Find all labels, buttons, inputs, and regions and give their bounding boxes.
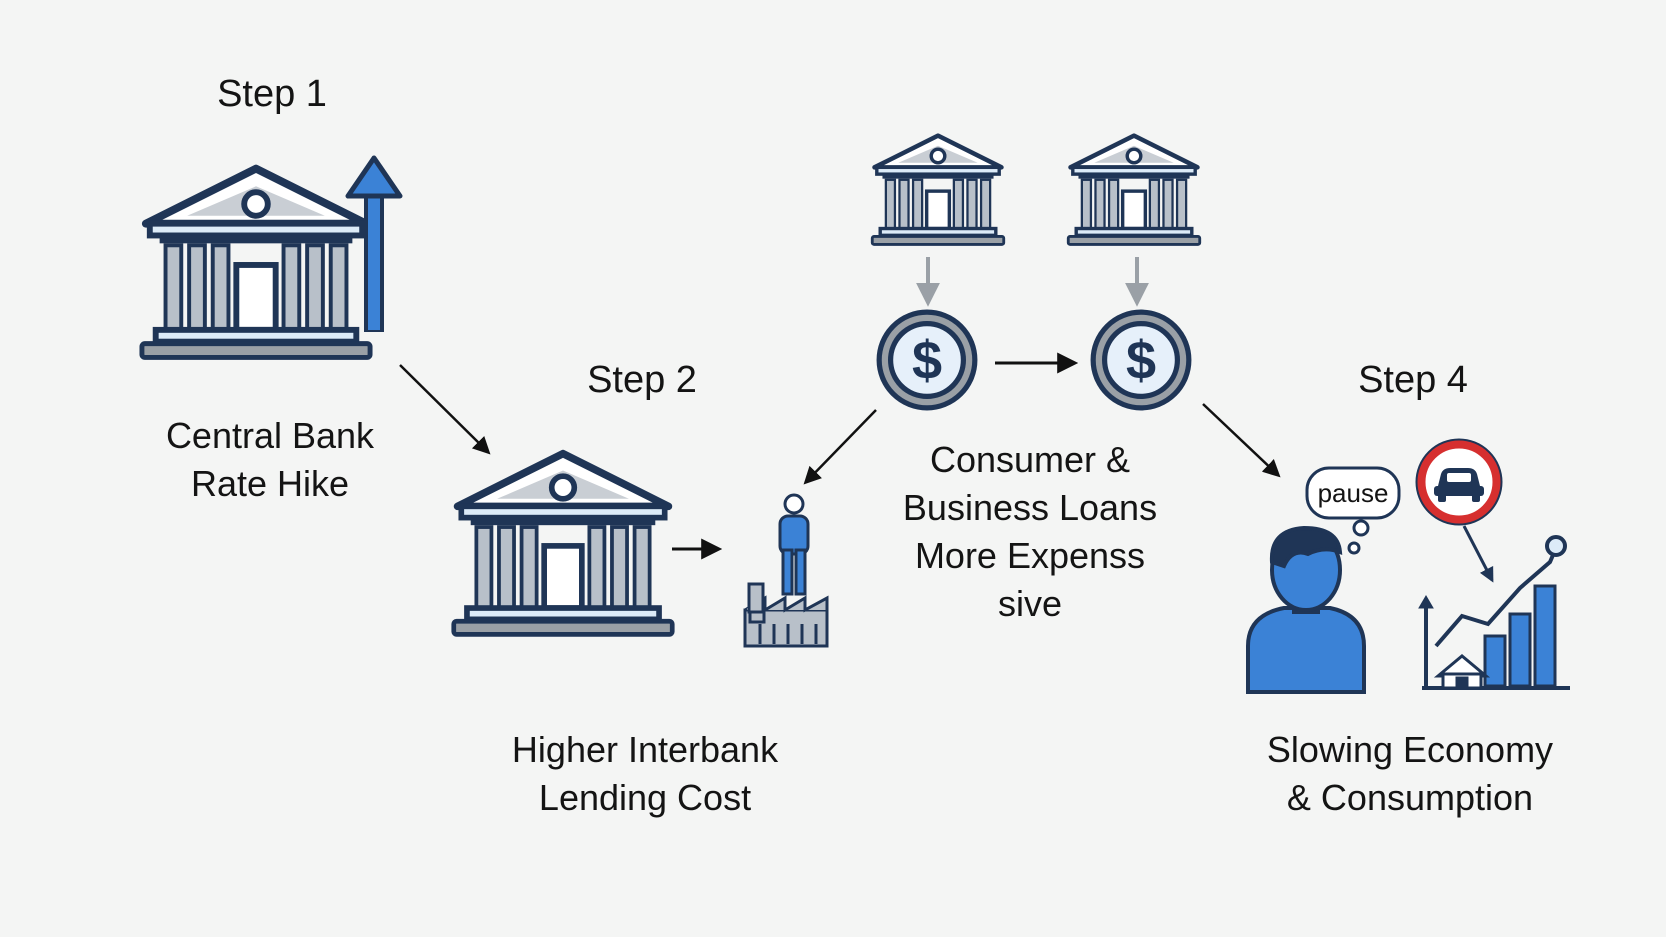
step-4-caption: Slowing Economy & Consumption [1235,726,1585,822]
factory-icon [743,582,829,648]
caption-line: Slowing Economy [1266,729,1554,770]
caption-line: Business Loans [902,487,1158,528]
step-4-heading: Step 4 [1358,359,1468,401]
caption-line: sive [997,583,1063,624]
caption-line: Higher Interbank [511,729,779,770]
dollar-coin-icon [879,312,975,408]
thought-bubble-text: pause [1317,478,1389,508]
step-1-caption: Central Bank Rate Hike [140,412,400,508]
step-3-caption: Consumer & Business Loans More Expenss s… [870,436,1190,628]
bank-icon [454,454,672,635]
step-2-caption: Higher Interbank Lending Cost [470,726,820,822]
caption-line: Rate Hike [190,463,350,504]
step-2-heading: Step 2 [587,359,697,401]
thought-bubble-icon [1305,466,1401,555]
bank-icon [142,169,370,358]
caption-line: Central Bank [165,415,375,456]
connector-arrow [399,364,491,455]
person-icon [778,493,810,596]
caption-line: & Consumption [1286,777,1534,818]
person-icon [1246,525,1366,694]
connector-arrow [1202,403,1281,478]
caption-line: More Expenss [914,535,1146,576]
growth-chart-icon [1418,535,1570,690]
house-icon [1433,654,1491,690]
connector-arrow [803,409,877,485]
caption-line: Consumer & [929,439,1131,480]
up-arrow-icon [345,155,403,332]
step-1-heading: Step 1 [217,73,327,115]
dollar-coin-icon [1093,312,1189,408]
bank-icon [872,136,1003,245]
caption-line: Lending Cost [538,777,752,818]
bank-icon [1068,136,1199,245]
no-car-sign-icon [1415,438,1503,583]
